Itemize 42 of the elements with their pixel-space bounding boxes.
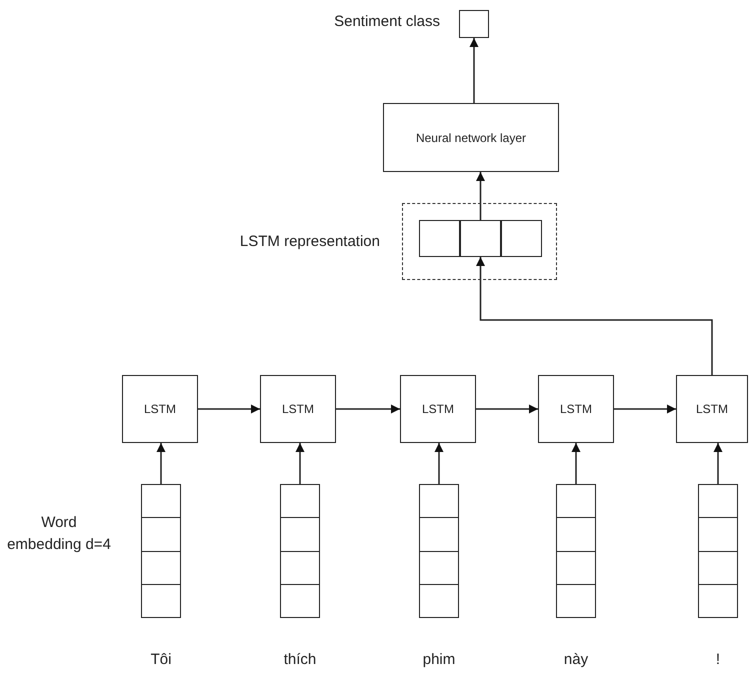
- arrow: [476, 404, 538, 414]
- arrow: [336, 404, 400, 414]
- word-label: !: [714, 650, 722, 670]
- embedding-vector: [698, 484, 738, 618]
- embedding-vector: [141, 484, 181, 618]
- node-label: LSTM: [144, 401, 176, 418]
- arrow: [198, 404, 260, 414]
- word-label: phim: [422, 650, 456, 670]
- vector-cell: [460, 220, 501, 257]
- layer-caption: LSTM representation: [238, 232, 380, 252]
- word-label: Tôi: [150, 650, 172, 670]
- node-label: Neural network layer: [414, 130, 528, 146]
- node-label: LSTM: [282, 401, 314, 418]
- output-box: [459, 10, 489, 38]
- lstm-box: [122, 375, 198, 443]
- word-label: này: [562, 650, 590, 670]
- arrow: [296, 443, 304, 484]
- arrow: [434, 443, 444, 484]
- node-label: LSTM: [696, 401, 728, 418]
- embedding-vector: [280, 484, 320, 618]
- axis-caption: Word embedding d=4: [6, 513, 112, 555]
- node-label: LSTM: [422, 401, 454, 418]
- embedding-vector: [556, 484, 596, 618]
- arrow: [614, 404, 676, 414]
- vector-cell: [501, 220, 542, 257]
- arrow: [470, 38, 478, 103]
- arrow: [714, 443, 722, 484]
- layer-caption: Sentiment class: [333, 12, 440, 32]
- node-label: LSTM: [560, 401, 592, 418]
- lstm-box: [676, 375, 748, 443]
- arrow: [572, 443, 580, 484]
- word-label: thích: [282, 650, 318, 670]
- lstm-box: [400, 375, 476, 443]
- vector-cell: [419, 220, 460, 257]
- lstm-box: [538, 375, 614, 443]
- dashed-group-box: [402, 203, 557, 280]
- arrow: [156, 443, 166, 484]
- embedding-vector: [419, 484, 459, 618]
- layer-box: [383, 103, 559, 172]
- arrow: [476, 257, 713, 375]
- lstm-box: [260, 375, 336, 443]
- arrow: [476, 172, 485, 220]
